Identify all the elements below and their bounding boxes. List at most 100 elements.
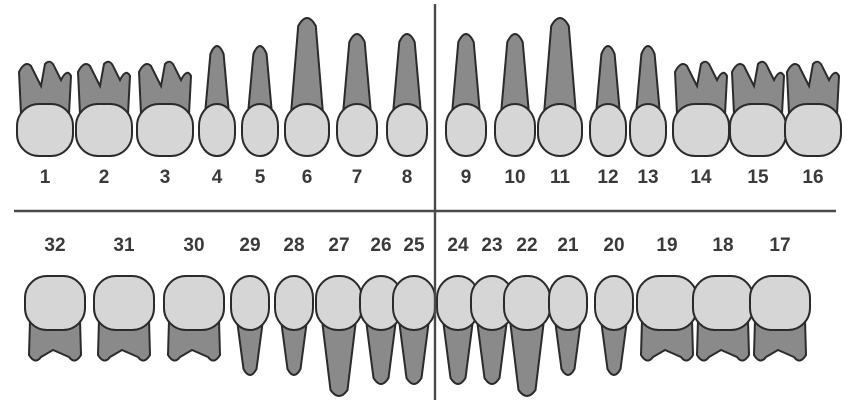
crown-shape — [549, 276, 587, 330]
upper-tooth-1 — [17, 62, 73, 156]
lower-tooth-28 — [275, 276, 313, 375]
crown-shape — [750, 276, 810, 330]
tooth-number-25: 25 — [396, 236, 432, 256]
lower-tooth-22 — [504, 276, 550, 396]
tooth-number-7: 7 — [339, 168, 375, 188]
root-shape — [393, 34, 421, 114]
tooth-number-3: 3 — [147, 168, 183, 188]
tooth-number-4: 4 — [199, 168, 235, 188]
upper-tooth-4 — [199, 46, 235, 156]
crown-shape — [730, 104, 786, 156]
root-shape — [322, 320, 356, 396]
lower-tooth-17 — [750, 276, 810, 361]
lower-tooth-31 — [94, 276, 154, 361]
tooth-number-18: 18 — [705, 236, 741, 256]
tooth-number-20: 20 — [596, 236, 632, 256]
tooth-number-2: 2 — [86, 168, 122, 188]
crown-shape — [275, 276, 313, 330]
tooth-number-12: 12 — [590, 168, 626, 188]
tooth-number-13: 13 — [630, 168, 666, 188]
tooth-number-21: 21 — [550, 236, 586, 256]
crown-shape — [231, 276, 269, 330]
tooth-number-27: 27 — [321, 236, 357, 256]
lower-tooth-30 — [164, 276, 224, 361]
upper-tooth-3 — [137, 62, 193, 156]
crown-shape — [285, 104, 329, 156]
tooth-number-23: 23 — [474, 236, 510, 256]
crown-shape — [630, 104, 666, 156]
tooth-number-19: 19 — [649, 236, 685, 256]
root-shape — [452, 34, 480, 114]
tooth-number-6: 6 — [289, 168, 325, 188]
upper-tooth-14 — [673, 62, 729, 156]
lower-tooth-27 — [316, 276, 362, 396]
upper-tooth-2 — [76, 62, 132, 156]
tooth-number-8: 8 — [389, 168, 425, 188]
crown-shape — [25, 276, 85, 330]
upper-tooth-16 — [785, 62, 841, 156]
upper-tooth-9 — [446, 34, 486, 156]
root-shape — [501, 34, 529, 114]
crown-shape — [504, 276, 550, 330]
crown-shape — [446, 104, 486, 156]
tooth-number-1: 1 — [27, 168, 63, 188]
crown-shape — [94, 276, 154, 330]
lower-tooth-19 — [637, 276, 697, 361]
root-shape — [291, 18, 323, 114]
crown-shape — [538, 104, 582, 156]
crown-shape — [76, 104, 132, 156]
tooth-number-26: 26 — [363, 236, 399, 256]
crown-shape — [164, 276, 224, 330]
upper-tooth-6 — [285, 18, 329, 156]
tooth-number-9: 9 — [448, 168, 484, 188]
crown-shape — [590, 104, 626, 156]
crown-shape — [673, 104, 729, 156]
upper-tooth-8 — [387, 34, 427, 156]
tooth-number-22: 22 — [509, 236, 545, 256]
crown-shape — [316, 276, 362, 330]
crown-shape — [693, 276, 753, 330]
upper-tooth-11 — [538, 18, 582, 156]
crown-shape — [637, 276, 697, 330]
crown-shape — [387, 104, 427, 156]
lower-tooth-29 — [231, 276, 269, 375]
tooth-number-17: 17 — [762, 236, 798, 256]
tooth-number-15: 15 — [740, 168, 776, 188]
tooth-number-5: 5 — [242, 168, 278, 188]
crown-shape — [199, 104, 235, 156]
tooth-number-28: 28 — [276, 236, 312, 256]
tooth-number-11: 11 — [542, 168, 578, 188]
tooth-number-16: 16 — [795, 168, 831, 188]
lower-tooth-21 — [549, 276, 587, 375]
lower-tooth-20 — [595, 276, 633, 375]
root-shape — [544, 18, 576, 114]
upper-tooth-7 — [337, 34, 377, 156]
upper-tooth-13 — [630, 46, 666, 156]
tooth-number-10: 10 — [497, 168, 533, 188]
lower-tooth-32 — [25, 276, 85, 361]
crown-shape — [595, 276, 633, 330]
root-shape — [510, 320, 544, 396]
root-shape — [343, 34, 371, 114]
upper-tooth-5 — [242, 46, 278, 156]
upper-tooth-15 — [730, 62, 786, 156]
tooth-number-24: 24 — [440, 236, 476, 256]
tooth-number-30: 30 — [176, 236, 212, 256]
lower-tooth-18 — [693, 276, 753, 361]
tooth-number-32: 32 — [37, 236, 73, 256]
crown-shape — [393, 276, 435, 330]
crown-shape — [137, 104, 193, 156]
crown-shape — [785, 104, 841, 156]
crown-shape — [17, 104, 73, 156]
lower-tooth-25 — [393, 276, 435, 384]
tooth-number-29: 29 — [232, 236, 268, 256]
crown-shape — [495, 104, 535, 156]
upper-tooth-10 — [495, 34, 535, 156]
tooth-number-14: 14 — [683, 168, 719, 188]
tooth-number-31: 31 — [106, 236, 142, 256]
upper-tooth-12 — [590, 46, 626, 156]
crown-shape — [242, 104, 278, 156]
crown-shape — [337, 104, 377, 156]
